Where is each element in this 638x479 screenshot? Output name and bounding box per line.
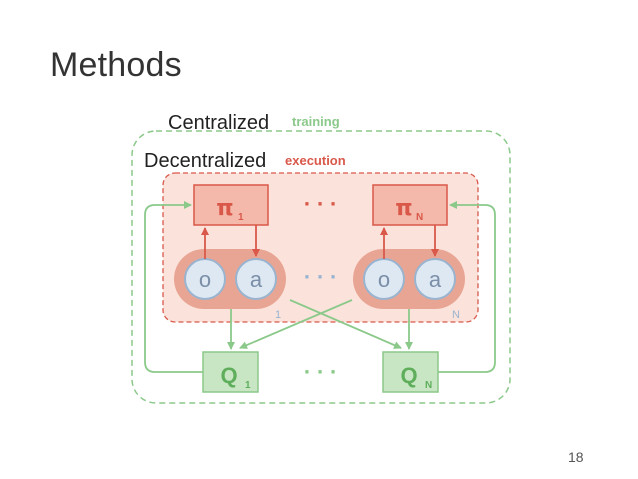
execution-label: execution bbox=[285, 153, 346, 168]
policy-n-symbol: π bbox=[395, 196, 412, 221]
agent-ellipsis: · · · bbox=[303, 267, 336, 288]
centralized-training-region bbox=[131, 130, 511, 404]
policy-n-subscript: N bbox=[416, 212, 423, 223]
centralized-label: Centralized bbox=[168, 112, 269, 134]
agent-n-index: N bbox=[452, 309, 460, 321]
critic-ellipsis: · · · bbox=[303, 362, 336, 383]
agent-n-action-label: a bbox=[429, 267, 442, 292]
agent-1-observation-label: o bbox=[199, 267, 211, 292]
agent-1-index: 1 bbox=[275, 309, 281, 321]
policy-1-subscript: 1 bbox=[238, 212, 244, 223]
critic-n-symbol: Q bbox=[400, 363, 417, 388]
critic-n-subscript: N bbox=[425, 380, 432, 391]
critic-1-symbol: Q bbox=[220, 363, 237, 388]
critic-n-box bbox=[382, 351, 439, 393]
page-number: 18 bbox=[568, 449, 584, 465]
agent-n-to-critic-1-arrow bbox=[239, 299, 353, 349]
training-label: training bbox=[292, 114, 340, 129]
policy-1-symbol: π bbox=[216, 196, 233, 221]
slide-title: Methods bbox=[50, 46, 182, 84]
critic-1-subscript: 1 bbox=[245, 380, 251, 391]
policy-n-box bbox=[372, 184, 448, 226]
critic-n-to-policy-n-feedback-arrow bbox=[438, 201, 496, 373]
agent-1-action-node bbox=[235, 258, 277, 300]
agent-n-observation-label: o bbox=[378, 267, 390, 292]
policy-ellipsis: · · · bbox=[303, 194, 336, 215]
decentralized-label: Decentralized bbox=[144, 150, 266, 172]
agent-1-to-critic-n-arrow bbox=[289, 299, 402, 349]
agent-n-action-node bbox=[414, 258, 456, 300]
critic-1-to-policy-1-feedback-arrow bbox=[144, 201, 203, 373]
agent-1-action-label: a bbox=[250, 267, 263, 292]
policy-1-box bbox=[193, 184, 269, 226]
